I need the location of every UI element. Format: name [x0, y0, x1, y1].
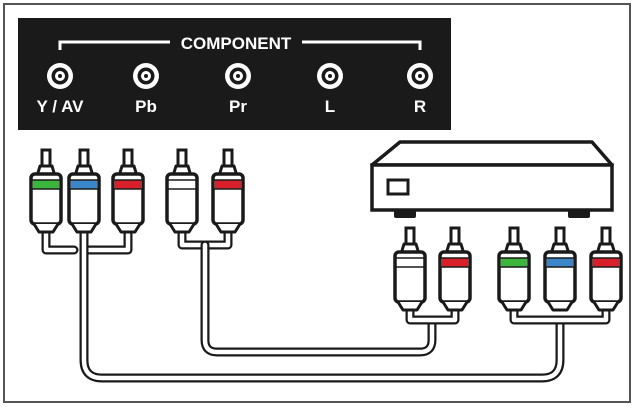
device-foot-left [394, 210, 416, 218]
left-component-plug-red [111, 148, 145, 234]
component-cable [41, 225, 611, 383]
right-component-plug-green [497, 226, 531, 312]
jack-pr: Pr [225, 63, 251, 116]
device-foot-right [568, 210, 590, 218]
audio-cable [177, 220, 460, 357]
component-label: COMPONENT [181, 34, 292, 53]
cables [41, 220, 611, 383]
left-audio-plug-red [211, 148, 245, 234]
jack-row: Y / AV Pb Pr L R [37, 63, 433, 116]
device-display-icon [386, 178, 410, 196]
device-front [370, 163, 614, 212]
right-component-plug-blue [543, 226, 577, 312]
right-component-plug-red [589, 226, 623, 312]
right-audio-plug-red [438, 226, 472, 312]
rca-plugs [29, 148, 623, 312]
device-top [370, 140, 614, 167]
jack-y-av: Y / AV [37, 63, 85, 116]
set-top-box-icon [370, 140, 614, 218]
right-audio-plug-white [393, 226, 427, 312]
jack-y-av-label: Y / AV [37, 97, 85, 116]
left-component-plug-green [29, 148, 63, 234]
left-audio-plug-white [165, 148, 199, 234]
left-component-plug-blue [67, 148, 101, 234]
jack-r-label: R [414, 97, 426, 116]
jack-pr-label: Pr [229, 97, 247, 116]
jack-pb-label: Pb [135, 97, 157, 116]
jack-l: L [317, 63, 343, 116]
jack-l-label: L [325, 97, 335, 116]
input-panel: COMPONENT Y / AV Pb Pr L R [18, 18, 451, 130]
component-bracket [58, 40, 422, 50]
jack-pb: Pb [133, 63, 159, 116]
jack-r: R [407, 63, 433, 116]
